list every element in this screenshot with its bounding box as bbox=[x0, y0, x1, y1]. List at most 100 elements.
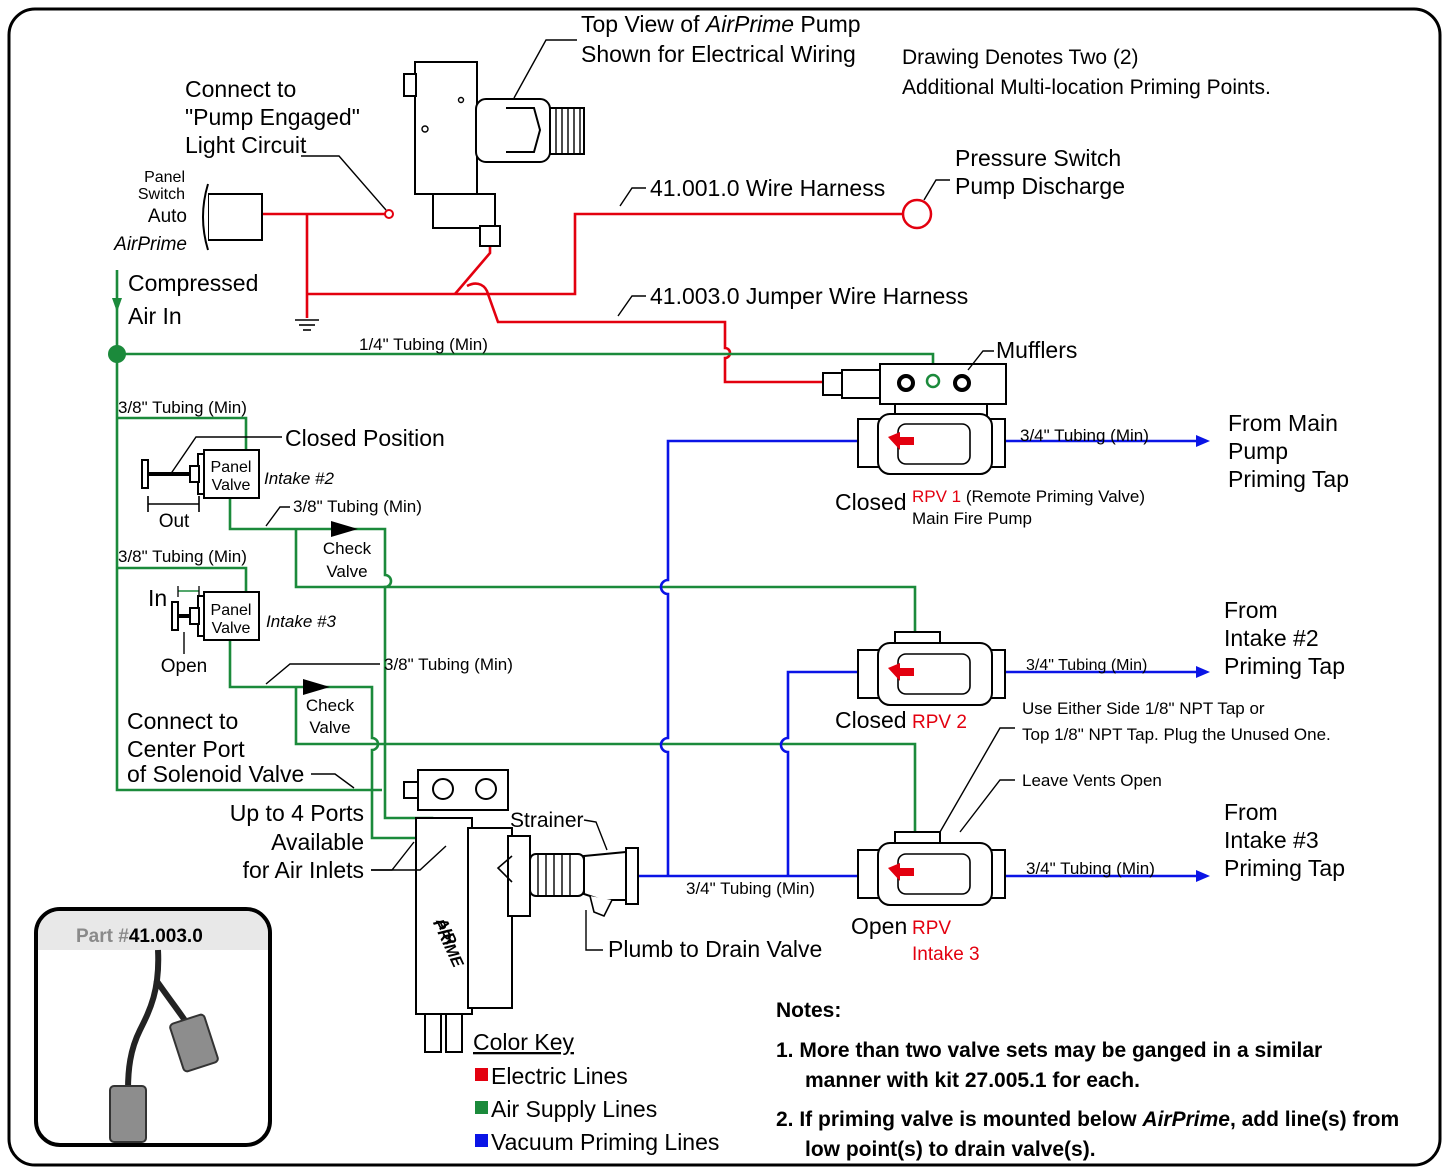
airprime-switch-label: AirPrime bbox=[113, 234, 187, 255]
rpv-2-valve bbox=[857, 631, 1006, 706]
tubing-38-top-label: 3/8" Tubing (Min) bbox=[118, 398, 247, 417]
air-supply-lines-swatch bbox=[475, 1101, 488, 1114]
jumper-harness-label: 41.003.0 Jumper Wire Harness bbox=[650, 283, 968, 309]
auto-label: Auto bbox=[148, 206, 187, 227]
airprime-pump-body bbox=[403, 769, 531, 1053]
air-junction bbox=[108, 345, 126, 363]
ground-icon bbox=[295, 319, 319, 331]
note-1-line1: 1. More than two valve sets may be gange… bbox=[776, 1039, 1322, 1062]
panel-valve-2-line1: Panel bbox=[211, 459, 252, 476]
connect-center-line1: Connect to bbox=[127, 708, 238, 734]
pressure-switch-line2: Pump Discharge bbox=[955, 173, 1125, 199]
check-valve-arrow-2 bbox=[303, 679, 330, 695]
rpv2-state: Closed bbox=[835, 707, 907, 733]
plumb-drain-label: Plumb to Drain Valve bbox=[608, 936, 822, 962]
from-intake3-line2: Intake #3 bbox=[1224, 827, 1319, 853]
tubing-34-rpv1-label: 3/4" Tubing (Min) bbox=[1020, 426, 1149, 445]
part-number-label: Part #41.003.0 bbox=[76, 926, 203, 947]
vacuum-arrow-intake2 bbox=[1196, 666, 1210, 678]
part-photo-inset bbox=[34, 907, 272, 1147]
connect-light-line1: Connect to bbox=[185, 76, 296, 102]
color-key-title: Color Key bbox=[473, 1029, 574, 1055]
rpv1-state: Closed bbox=[835, 489, 907, 515]
rpv3-label-line2: Intake 3 bbox=[912, 944, 980, 965]
tubing-34-main-label: 3/4" Tubing (Min) bbox=[686, 879, 815, 898]
out-label: Out bbox=[159, 511, 190, 532]
panel-valve-intake-3 bbox=[171, 586, 260, 641]
electric-lines-swatch bbox=[475, 1068, 488, 1081]
denotes-line1: Drawing Denotes Two (2) bbox=[902, 46, 1139, 69]
check-valve-2-line1: Check bbox=[306, 696, 355, 715]
strainer-label: Strainer bbox=[510, 809, 584, 832]
from-main-line3: Priming Tap bbox=[1228, 466, 1349, 492]
check-valve-1-line1: Check bbox=[323, 539, 372, 558]
from-intake2-line1: From bbox=[1224, 597, 1278, 623]
open-label: Open bbox=[161, 656, 207, 677]
intake3-label: Intake #3 bbox=[266, 612, 336, 631]
tubing-34-rpv2-label: 3/4" Tubing (Min) bbox=[1026, 657, 1147, 674]
mufflers-label: Mufflers bbox=[996, 337, 1077, 363]
connector-photo-right bbox=[169, 1013, 219, 1073]
light-circuit-terminal bbox=[384, 209, 394, 219]
rpv3-label: RPV bbox=[912, 918, 951, 939]
npt-note-line2: Top 1/8" NPT Tap. Plug the Unused One. bbox=[1022, 725, 1331, 744]
connect-light-line2: "Pump Engaged" bbox=[185, 104, 360, 130]
top-view-label-line2: Shown for Electrical Wiring bbox=[581, 41, 856, 67]
leader-lines bbox=[169, 39, 1015, 951]
intake2-label: Intake #2 bbox=[264, 469, 334, 488]
muffler-block bbox=[822, 363, 1007, 405]
panel-valve-2-line2: Valve bbox=[212, 477, 251, 494]
tubing-38-check2-label: 3/8" Tubing (Min) bbox=[384, 655, 513, 674]
panel-valve-intake-2 bbox=[141, 449, 260, 512]
panel-switch-label-2: Switch bbox=[138, 186, 185, 203]
pressure-switch-icon bbox=[901, 198, 933, 230]
from-main-line2: Pump bbox=[1228, 438, 1288, 464]
denotes-line2: Additional Multi-location Priming Points… bbox=[902, 76, 1271, 99]
from-intake3-line1: From bbox=[1224, 799, 1278, 825]
electric-lines bbox=[262, 212, 903, 384]
tubing-38-check1-label: 3/8" Tubing (Min) bbox=[293, 497, 422, 516]
rpv3-state: Open bbox=[851, 913, 907, 939]
note-1-line2: manner with kit 27.005.1 for each. bbox=[805, 1069, 1140, 1092]
airprime-pump-top-view bbox=[403, 61, 585, 247]
top-view-label-line1: Top View of AirPrime Pump bbox=[581, 11, 861, 37]
color-key: Color Key Electric Lines Air Supply Line… bbox=[473, 1029, 719, 1155]
notes-title: Notes: bbox=[776, 999, 841, 1022]
note-2-line1: 2. If priming valve is mounted below Air… bbox=[776, 1108, 1399, 1131]
check-valve-2-line2: Valve bbox=[309, 718, 350, 737]
connect-light-line3: Light Circuit bbox=[185, 132, 307, 158]
vacuum-arrow-intake3 bbox=[1196, 870, 1210, 882]
electric-lines-key: Electric Lines bbox=[491, 1063, 628, 1089]
notes-block: Notes: 1. More than two valve sets may b… bbox=[776, 999, 1399, 1161]
check-valve-1-line2: Valve bbox=[326, 562, 367, 581]
rpv1-label: RPV 1 (Remote Priming Valve) bbox=[912, 487, 1145, 506]
wire-harness-label: 41.001.0 Wire Harness bbox=[650, 175, 885, 201]
ports-line1: Up to 4 Ports bbox=[230, 800, 364, 826]
check-valve-arrow-1 bbox=[331, 521, 358, 537]
compressed-air-line1: Compressed bbox=[128, 270, 258, 296]
air-supply-lines-key: Air Supply Lines bbox=[491, 1096, 657, 1122]
rpv-1-valve bbox=[857, 403, 1006, 475]
tubing-34-rpv3-label: 3/4" Tubing (Min) bbox=[1026, 859, 1155, 878]
panel-switch-label: Panel bbox=[144, 169, 185, 186]
ports-line2: Available bbox=[271, 829, 364, 855]
from-intake2-line2: Intake #2 bbox=[1224, 625, 1319, 651]
ports-line3: for Air Inlets bbox=[243, 857, 364, 883]
from-intake2-line3: Priming Tap bbox=[1224, 653, 1345, 679]
from-intake3-line3: Priming Tap bbox=[1224, 855, 1345, 881]
connect-center-line3: of Solenoid Valve bbox=[127, 761, 304, 787]
tubing-38-mid-label: 3/8" Tubing (Min) bbox=[118, 547, 247, 566]
vacuum-lines-key: Vacuum Priming Lines bbox=[491, 1129, 719, 1155]
npt-note-line1: Use Either Side 1/8" NPT Tap or bbox=[1022, 699, 1265, 718]
connect-center-line2: Center Port bbox=[127, 736, 245, 762]
rpv2-label: RPV 2 bbox=[912, 712, 967, 733]
closed-position-label: Closed Position bbox=[285, 425, 445, 451]
pressure-switch-line1: Pressure Switch bbox=[955, 145, 1121, 171]
tubing-quarter-label: 1/4" Tubing (Min) bbox=[359, 335, 488, 354]
from-main-line1: From Main bbox=[1228, 410, 1338, 436]
rpv1-desc-line2: Main Fire Pump bbox=[912, 509, 1032, 528]
note-2-line2: low point(s) to drain valve(s). bbox=[805, 1138, 1096, 1161]
strainer-icon bbox=[529, 847, 639, 918]
panel-valve-3-line2: Valve bbox=[212, 620, 251, 637]
